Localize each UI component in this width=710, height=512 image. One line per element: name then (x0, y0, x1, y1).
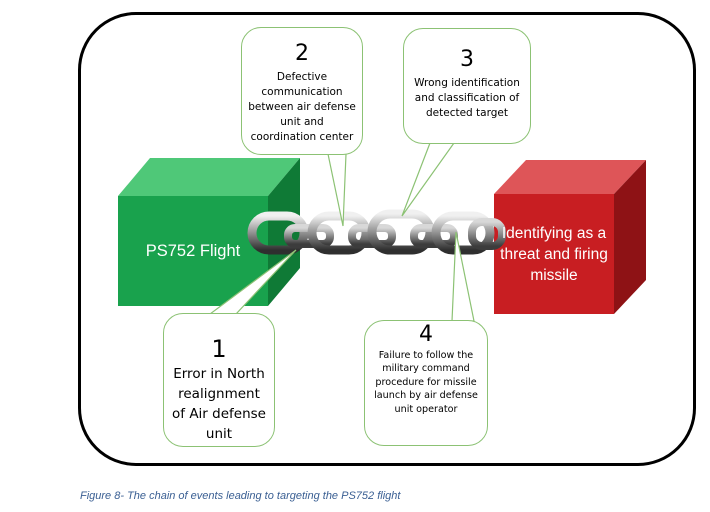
callout-2-number: 2 (295, 41, 309, 66)
right-cube-side (614, 160, 646, 314)
chain-link (431, 211, 495, 255)
callout-2: 2 Defective communication between air de… (241, 27, 363, 155)
right-cube (494, 160, 646, 314)
diagram-frame (78, 12, 696, 466)
callout-3-number: 3 (460, 47, 474, 72)
pointer-4 (451, 231, 475, 322)
callout-pointers (208, 142, 475, 322)
left-cube-top (118, 158, 300, 196)
chain-link (307, 211, 371, 255)
right-cube-top (494, 160, 646, 194)
chain (247, 209, 506, 255)
left-cube-front (118, 196, 268, 306)
callout-3-text: Wrong identification and classification … (414, 77, 520, 119)
figure-caption: Figure 8- The chain of events leading to… (80, 490, 401, 502)
chain-link (247, 211, 309, 255)
callout-3: 3 Wrong identification and classificatio… (403, 28, 531, 144)
callout-4: 4 Failure to follow the military command… (364, 320, 488, 446)
right-cube-front (494, 194, 614, 314)
callout-1-number: 1 (211, 335, 227, 363)
callout-4-number: 4 (419, 322, 433, 347)
callout-1-text: Error in North realignment of Air defens… (172, 366, 266, 442)
chain-link (468, 218, 506, 250)
left-cube-label: PS752 Flight (145, 241, 241, 260)
callout-2-text: Defective communication between air defe… (248, 71, 356, 143)
callout-4-text: Failure to follow the military command p… (374, 350, 478, 415)
pointer-3 (401, 142, 456, 217)
callout-1: 1 Error in North realignment of Air defe… (163, 313, 275, 447)
right-cube-label: Identifying as a threat and firing missi… (500, 224, 608, 284)
